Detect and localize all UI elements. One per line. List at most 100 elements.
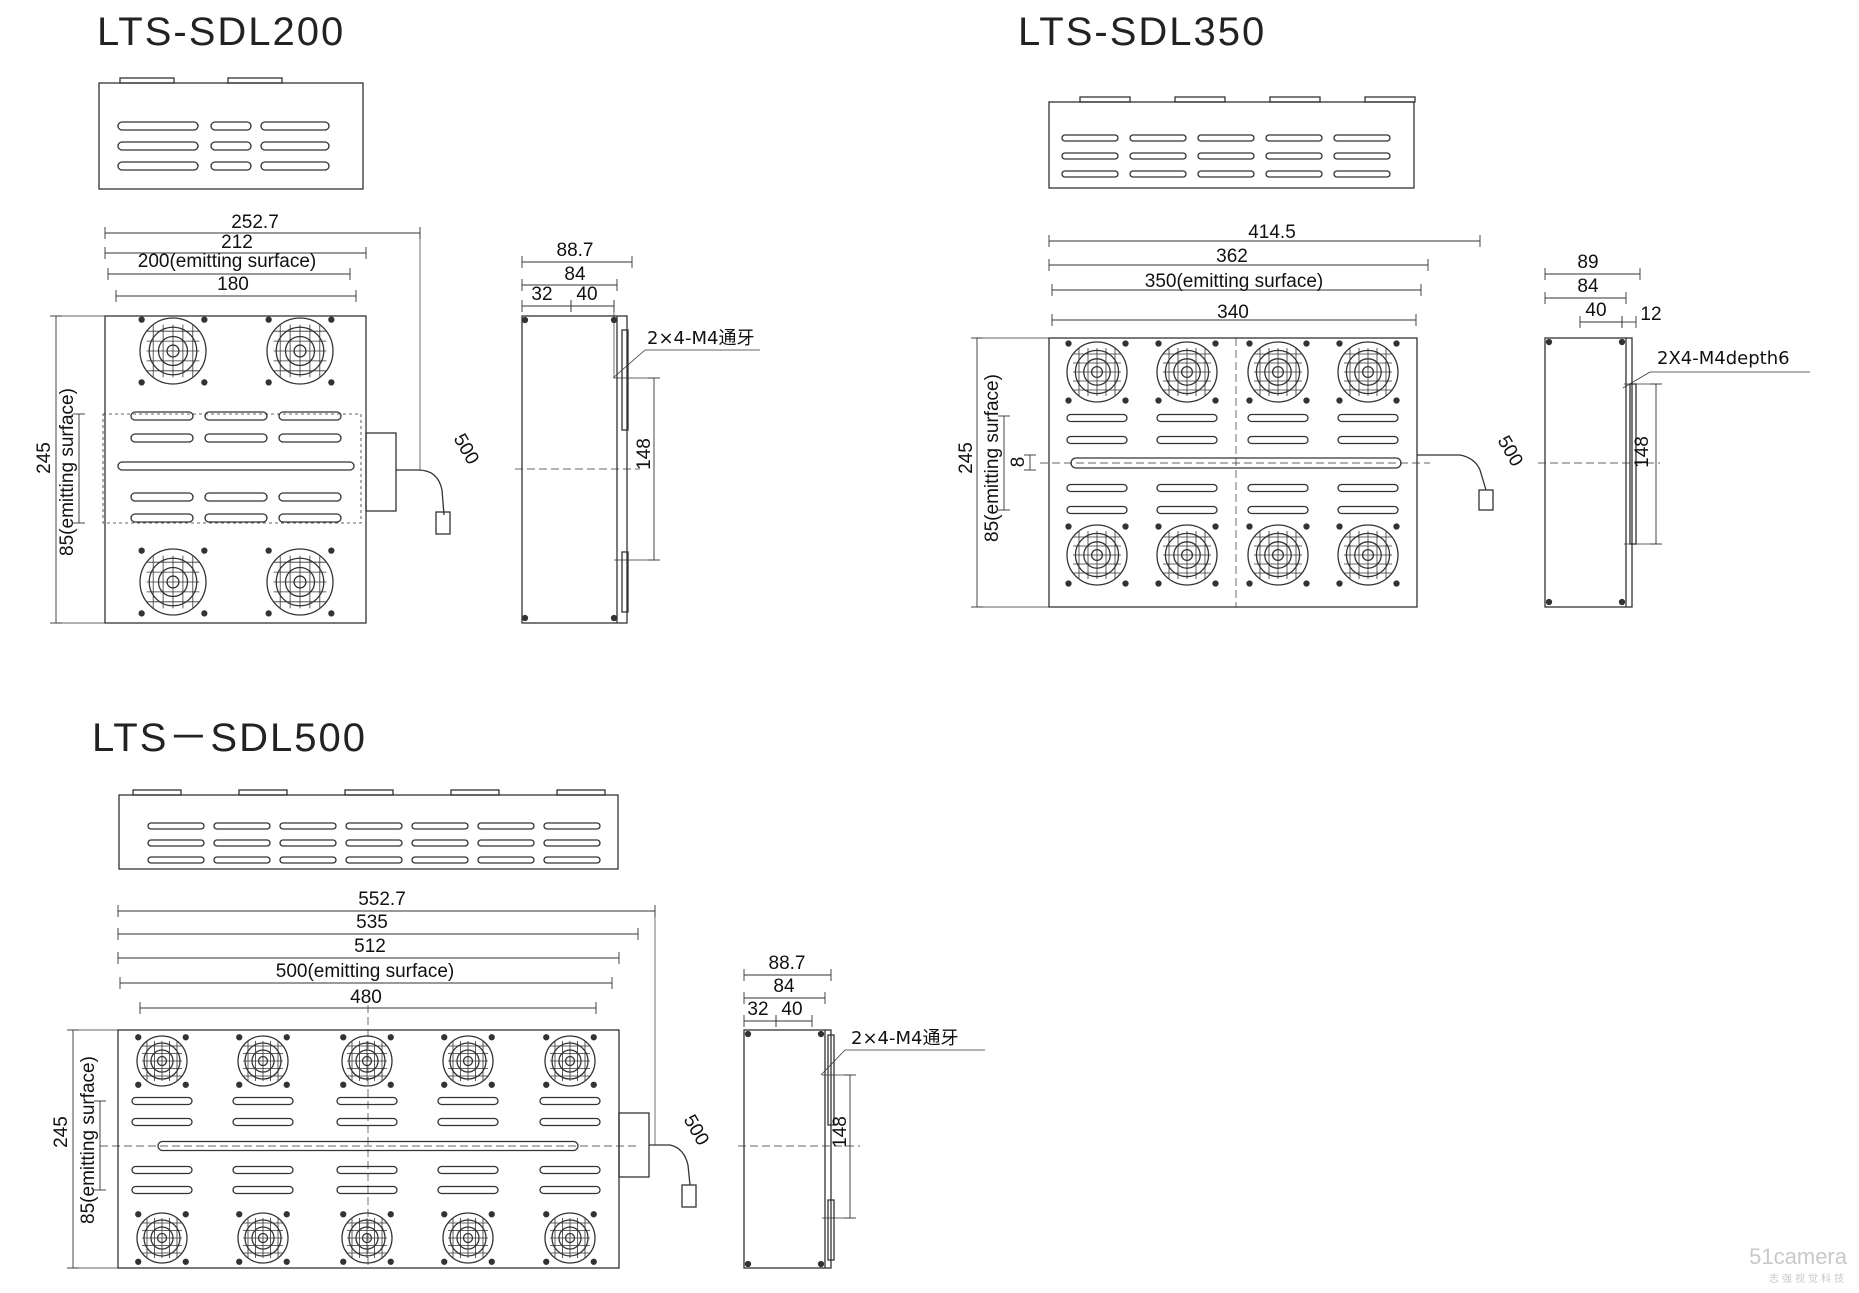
vent-slot — [336, 1185, 398, 1195]
vent-slot — [278, 513, 342, 523]
screw-hole — [265, 547, 272, 554]
dim-sdl350-side-offset-12: 12 — [1640, 304, 1661, 325]
vent-slot — [232, 1096, 294, 1106]
fan-sdl350 — [1066, 524, 1128, 586]
dim-sdl350-body-width: 362 — [1216, 246, 1248, 267]
mount-clip — [344, 789, 394, 796]
top-view-body — [98, 82, 364, 190]
vent-slot — [437, 1165, 499, 1175]
note-sdl500-thread: 2×4-M4通牙 — [851, 1028, 958, 1049]
screw-hole — [1303, 580, 1310, 587]
screw-hole — [1303, 523, 1310, 530]
fan-sdl350 — [1156, 524, 1218, 586]
screw-hole — [236, 1034, 243, 1041]
screw-hole — [182, 1034, 189, 1041]
screw-hole — [328, 316, 335, 323]
fan-sdl500 — [136, 1035, 188, 1087]
vent-slot — [1337, 435, 1399, 445]
vent-slot — [1066, 505, 1128, 515]
vent-slot — [1156, 483, 1218, 493]
vent-slot — [1265, 134, 1323, 142]
side-view-body — [743, 1029, 832, 1269]
vent-slot — [336, 1117, 398, 1127]
side-view-body — [521, 315, 628, 624]
dim-sdl500-body-width: 535 — [356, 912, 388, 933]
fan-sdl350 — [1066, 341, 1128, 403]
screw-hole — [135, 1211, 142, 1218]
dim-sdl500-side-offset-40: 40 — [781, 999, 802, 1020]
vent-slot — [1333, 152, 1391, 160]
vent-slot — [204, 513, 268, 523]
vent-slot — [1247, 483, 1309, 493]
vent-slot — [543, 839, 601, 847]
cable — [396, 469, 445, 516]
vent-slot — [1066, 435, 1128, 445]
screw-hole — [744, 1030, 752, 1038]
fan-sdl350 — [1247, 524, 1309, 586]
vent-slot — [279, 839, 337, 847]
vent-slot — [232, 1165, 294, 1175]
screw-hole — [521, 614, 529, 622]
screw-hole — [1122, 340, 1129, 347]
screw-hole — [1212, 340, 1219, 347]
vent-slot — [437, 1117, 499, 1127]
dim-sdl350-center-offset: 8 — [1008, 457, 1029, 468]
screw-hole — [1618, 338, 1626, 346]
watermark-brand: 51camera — [1749, 1244, 1847, 1269]
screw-hole — [543, 1034, 550, 1041]
dim-sdl500-height: 245 — [51, 1116, 72, 1148]
vent-slot — [336, 1096, 398, 1106]
screw-hole — [610, 316, 618, 324]
vent-slot — [539, 1117, 601, 1127]
vent-slot — [539, 1185, 601, 1195]
screw-hole — [1303, 397, 1310, 404]
vent-slot — [1247, 413, 1309, 423]
screw-hole — [135, 1258, 142, 1265]
vent-slot — [1066, 413, 1128, 423]
side-mount-plate — [621, 329, 629, 431]
screw-hole — [182, 1258, 189, 1265]
screw-hole — [1393, 397, 1400, 404]
screw-hole — [1155, 580, 1162, 587]
screw-hole — [135, 1034, 142, 1041]
vent-slot — [213, 856, 271, 864]
fan-sdl500 — [442, 1212, 494, 1264]
screw-hole — [328, 547, 335, 554]
dim-sdl350-emitting-height: 85(emitting surface) — [982, 374, 1003, 542]
vent-slot — [213, 839, 271, 847]
dim-sdl200-emitting-height: 85(emitting surface) — [57, 388, 78, 556]
fan-sdl350 — [1156, 341, 1218, 403]
watermark-tagline: 志强视觉科技 — [1769, 1274, 1847, 1285]
screw-hole — [201, 610, 208, 617]
dim-sdl200-emitting-width: 200(emitting surface) — [138, 251, 316, 272]
vent-slot — [260, 141, 330, 151]
vent-slot — [477, 856, 535, 864]
vent-slot — [210, 161, 252, 171]
screw-hole — [283, 1081, 290, 1088]
screw-hole — [1393, 340, 1400, 347]
title-sdl500: LTS－SDL500 — [92, 716, 367, 760]
vent-slot — [539, 1096, 601, 1106]
screw-hole — [265, 610, 272, 617]
dim-sdl200-side-offset-32: 32 — [531, 284, 552, 305]
dim-sdl350-side-body: 84 — [1577, 276, 1599, 297]
vent-slot — [130, 492, 194, 502]
fan-sdl500 — [341, 1212, 393, 1264]
vent-slot — [147, 822, 205, 830]
screw-hole — [387, 1081, 394, 1088]
dim-sdl200-cable-length: 500 — [449, 430, 483, 468]
dim-sdl350-overall-width: 414.5 — [1248, 222, 1296, 243]
screw-hole — [340, 1211, 347, 1218]
screw-hole — [1122, 397, 1129, 404]
vent-slot — [232, 1117, 294, 1127]
side-view-body — [1544, 337, 1633, 608]
note-sdl200-thread: 2×4-M4通牙 — [647, 328, 754, 349]
dim-sdl500-emitting-height: 85(emitting surface) — [78, 1056, 99, 1224]
screw-hole — [236, 1211, 243, 1218]
screw-hole — [488, 1034, 495, 1041]
vent-slot — [117, 161, 199, 171]
mount-clip — [1269, 96, 1321, 103]
vent-slot — [260, 161, 330, 171]
screw-hole — [1336, 340, 1343, 347]
